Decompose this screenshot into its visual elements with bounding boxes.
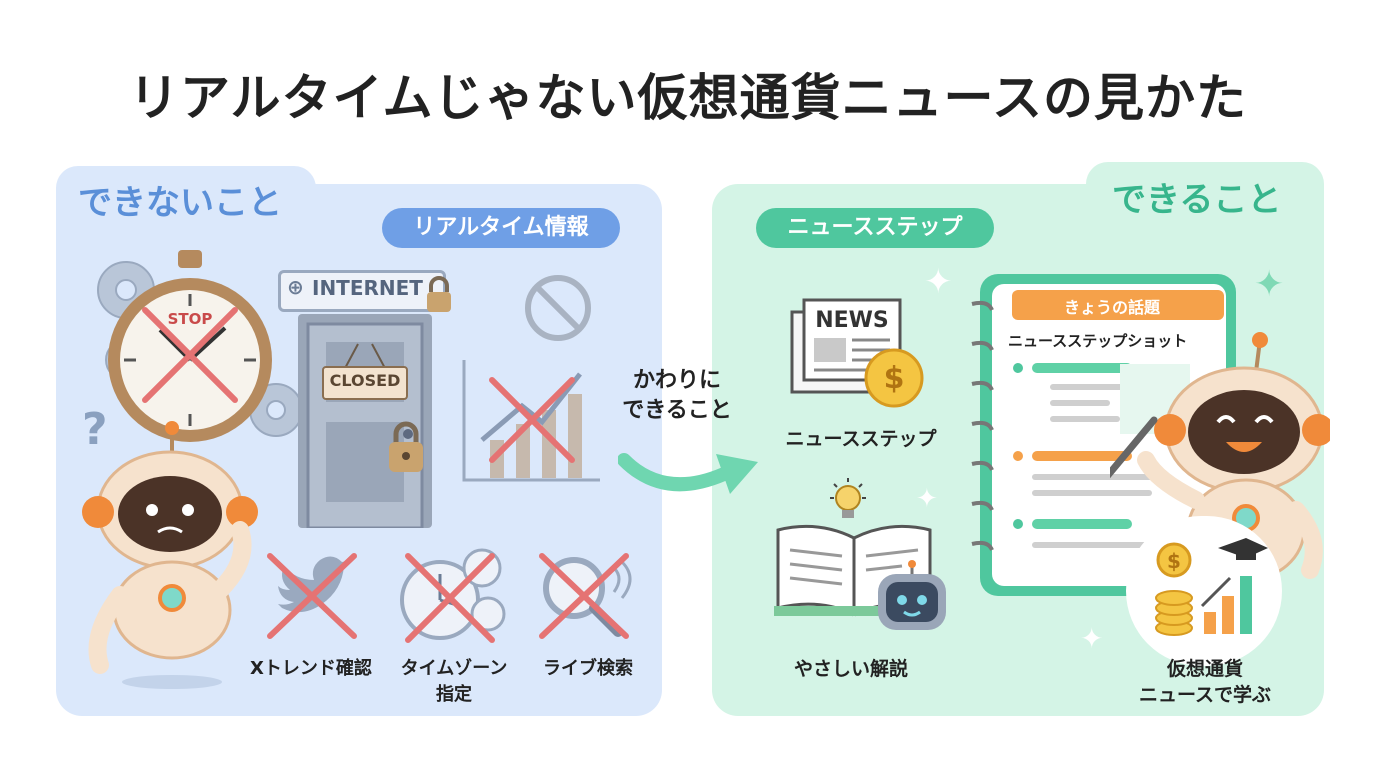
crossed-chart-icon — [462, 360, 600, 482]
svg-text:$: $ — [1167, 549, 1181, 573]
instead-line2: できること — [622, 398, 732, 423]
notebook-title: ニュースステップショット — [1008, 332, 1188, 350]
magnifier-crossed-icon — [539, 553, 632, 639]
x-bird-crossed-icon — [267, 553, 357, 639]
svg-text:$: $ — [884, 361, 905, 396]
instead-line1: かわりに — [632, 368, 721, 393]
realtime-info-pill: リアルタイム情報 — [382, 208, 620, 248]
notebook-lines — [1013, 363, 1190, 548]
clocks-crossed-icon — [400, 548, 506, 643]
sparkle-icon: ✦ — [924, 262, 953, 302]
prohibited-icon — [525, 275, 591, 341]
lightbulb-icon — [830, 478, 866, 518]
notebook-rings — [971, 300, 994, 551]
sparkle-icon: ✦ — [916, 484, 938, 514]
bubble-line2: ニュースで学ぶ — [1138, 684, 1272, 706]
bubble-line1: 仮想通貨 — [1166, 658, 1243, 680]
instead-text: かわりに できること — [612, 366, 742, 426]
closed-sign — [322, 366, 408, 400]
open-book-icon — [774, 524, 934, 617]
live-search-label: ライブ検索 — [543, 658, 633, 679]
globe-icon: ⊕ — [287, 275, 304, 299]
timezone-label-line1: タイムゾーン — [400, 658, 508, 679]
sparkle-icon: ✦ — [1080, 622, 1104, 655]
easy-explain-caption: やさしい解説 — [793, 658, 908, 680]
news-snap-pill: ニュースステップ — [756, 208, 994, 248]
closed-label: CLOSED — [329, 371, 401, 390]
robot-sad-icon — [82, 421, 258, 689]
question-icon: ? — [82, 404, 108, 455]
notebook-header-bar — [1012, 290, 1224, 320]
page-title: リアルタイムじゃない仮想通貨ニュースの見かた — [129, 69, 1247, 127]
timezone-label-line2: 指定 — [436, 684, 472, 705]
sparkle-icon: ✦ — [1254, 264, 1285, 305]
notebook-header: きょうの話題 — [1063, 298, 1160, 317]
can-do-heading: できること — [1112, 180, 1282, 220]
newspaper-icon: $ — [790, 298, 924, 408]
coins-growth-icon: $ — [1155, 538, 1268, 636]
arrow-icon — [618, 453, 758, 494]
speech-bubble — [1126, 516, 1282, 666]
news-label: NEWS — [815, 308, 889, 333]
internet-label: INTERNET — [312, 276, 423, 300]
lock-icon — [427, 276, 451, 312]
internet-sign — [278, 270, 446, 312]
cannot-do-heading: できないこと — [78, 183, 282, 223]
padlock-icon — [389, 421, 423, 472]
mini-robot-icon — [878, 560, 946, 630]
x-trend-label: Xトレンド確認 — [250, 658, 372, 679]
news-snap-caption: ニュースステップ — [785, 428, 937, 450]
stopwatch-icon — [108, 250, 272, 442]
stop-label: STOP — [167, 310, 213, 328]
